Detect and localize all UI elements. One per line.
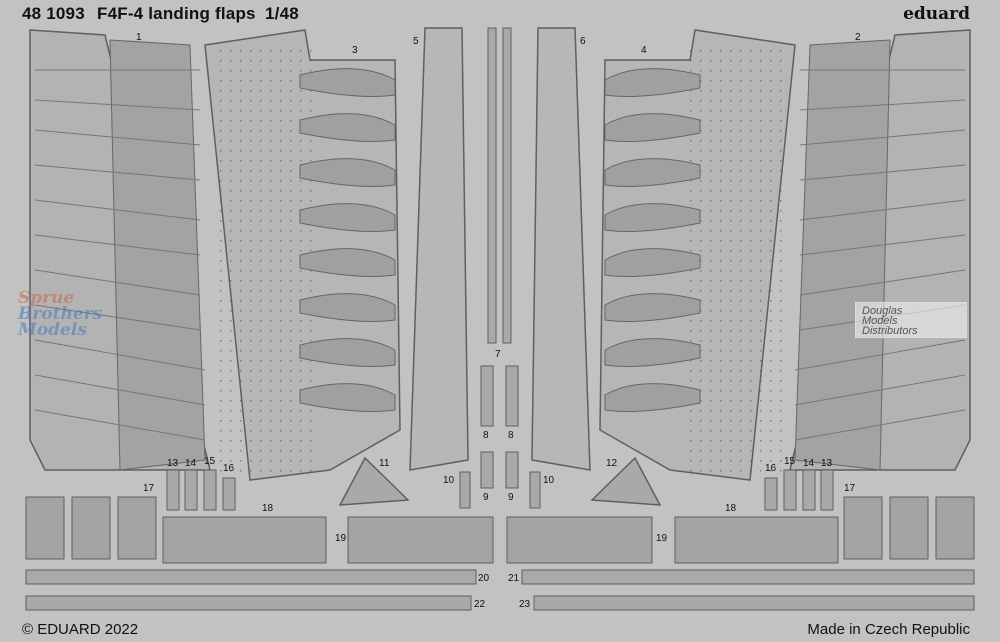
part-5-strip xyxy=(409,27,469,471)
parts-8-9-10 xyxy=(459,365,541,509)
part-number: 19 xyxy=(656,533,668,544)
watermark-douglas-models: Douglas Models Distributors xyxy=(855,302,967,338)
watermark-sprue-brothers: Sprue Brothers Models xyxy=(18,288,103,340)
part-number: 16 xyxy=(765,463,777,474)
part-number: 9 xyxy=(508,492,514,503)
part-number: 17 xyxy=(143,483,155,494)
parts-13-16 xyxy=(166,469,834,511)
part-number: 11 xyxy=(379,458,390,469)
part-number: 3 xyxy=(352,45,358,56)
part-number: 8 xyxy=(508,430,514,441)
part-number: 9 xyxy=(483,492,489,503)
part-number: 10 xyxy=(443,475,455,486)
part-number: 5 xyxy=(413,36,419,47)
part-number: 10 xyxy=(543,475,555,486)
part-number: 19 xyxy=(335,533,347,544)
part-6-strip xyxy=(531,27,591,471)
part-number: 4 xyxy=(641,45,647,56)
part-number: 20 xyxy=(478,573,490,584)
part-number: 14 xyxy=(803,458,815,469)
part-number: 22 xyxy=(474,599,486,610)
part-2-flap xyxy=(789,29,971,471)
part-number: 21 xyxy=(508,573,520,584)
part-11-bracket xyxy=(338,456,410,506)
part-number: 1 xyxy=(136,32,142,43)
parts-20-23-bars xyxy=(25,569,975,611)
part-12-bracket xyxy=(590,456,662,506)
part-number: 23 xyxy=(519,599,531,610)
fret-code: 48 1093 xyxy=(22,4,85,23)
brand-logo: eduard xyxy=(903,4,970,24)
copyright-text: © EDUARD 2022 xyxy=(22,621,139,638)
part-number: 2 xyxy=(855,32,861,43)
part-7-rails xyxy=(487,27,512,344)
part-4-flap xyxy=(599,29,796,481)
part-number: 17 xyxy=(844,483,856,494)
part-3-flap xyxy=(204,29,401,481)
fret-name: F4F-4 landing flaps xyxy=(97,4,256,23)
part-number: 15 xyxy=(784,456,796,467)
part-number: 7 xyxy=(495,349,501,360)
part-number: 8 xyxy=(483,430,489,441)
parts-18-19-hinge-rows xyxy=(162,516,839,564)
part-17-hinges xyxy=(25,496,975,560)
part-number: 18 xyxy=(262,503,274,514)
fret-scale: 1/48 xyxy=(265,4,299,23)
part-1-flap xyxy=(29,29,211,471)
part-number: 12 xyxy=(606,458,618,469)
part-number: 6 xyxy=(580,36,586,47)
part-number: 13 xyxy=(167,458,179,469)
origin-text: Made in Czech Republic xyxy=(807,621,970,638)
part-number: 13 xyxy=(821,458,833,469)
part-number: 18 xyxy=(725,503,737,514)
part-number: 16 xyxy=(223,463,235,474)
part-number: 15 xyxy=(204,456,216,467)
part-number: 14 xyxy=(185,458,197,469)
